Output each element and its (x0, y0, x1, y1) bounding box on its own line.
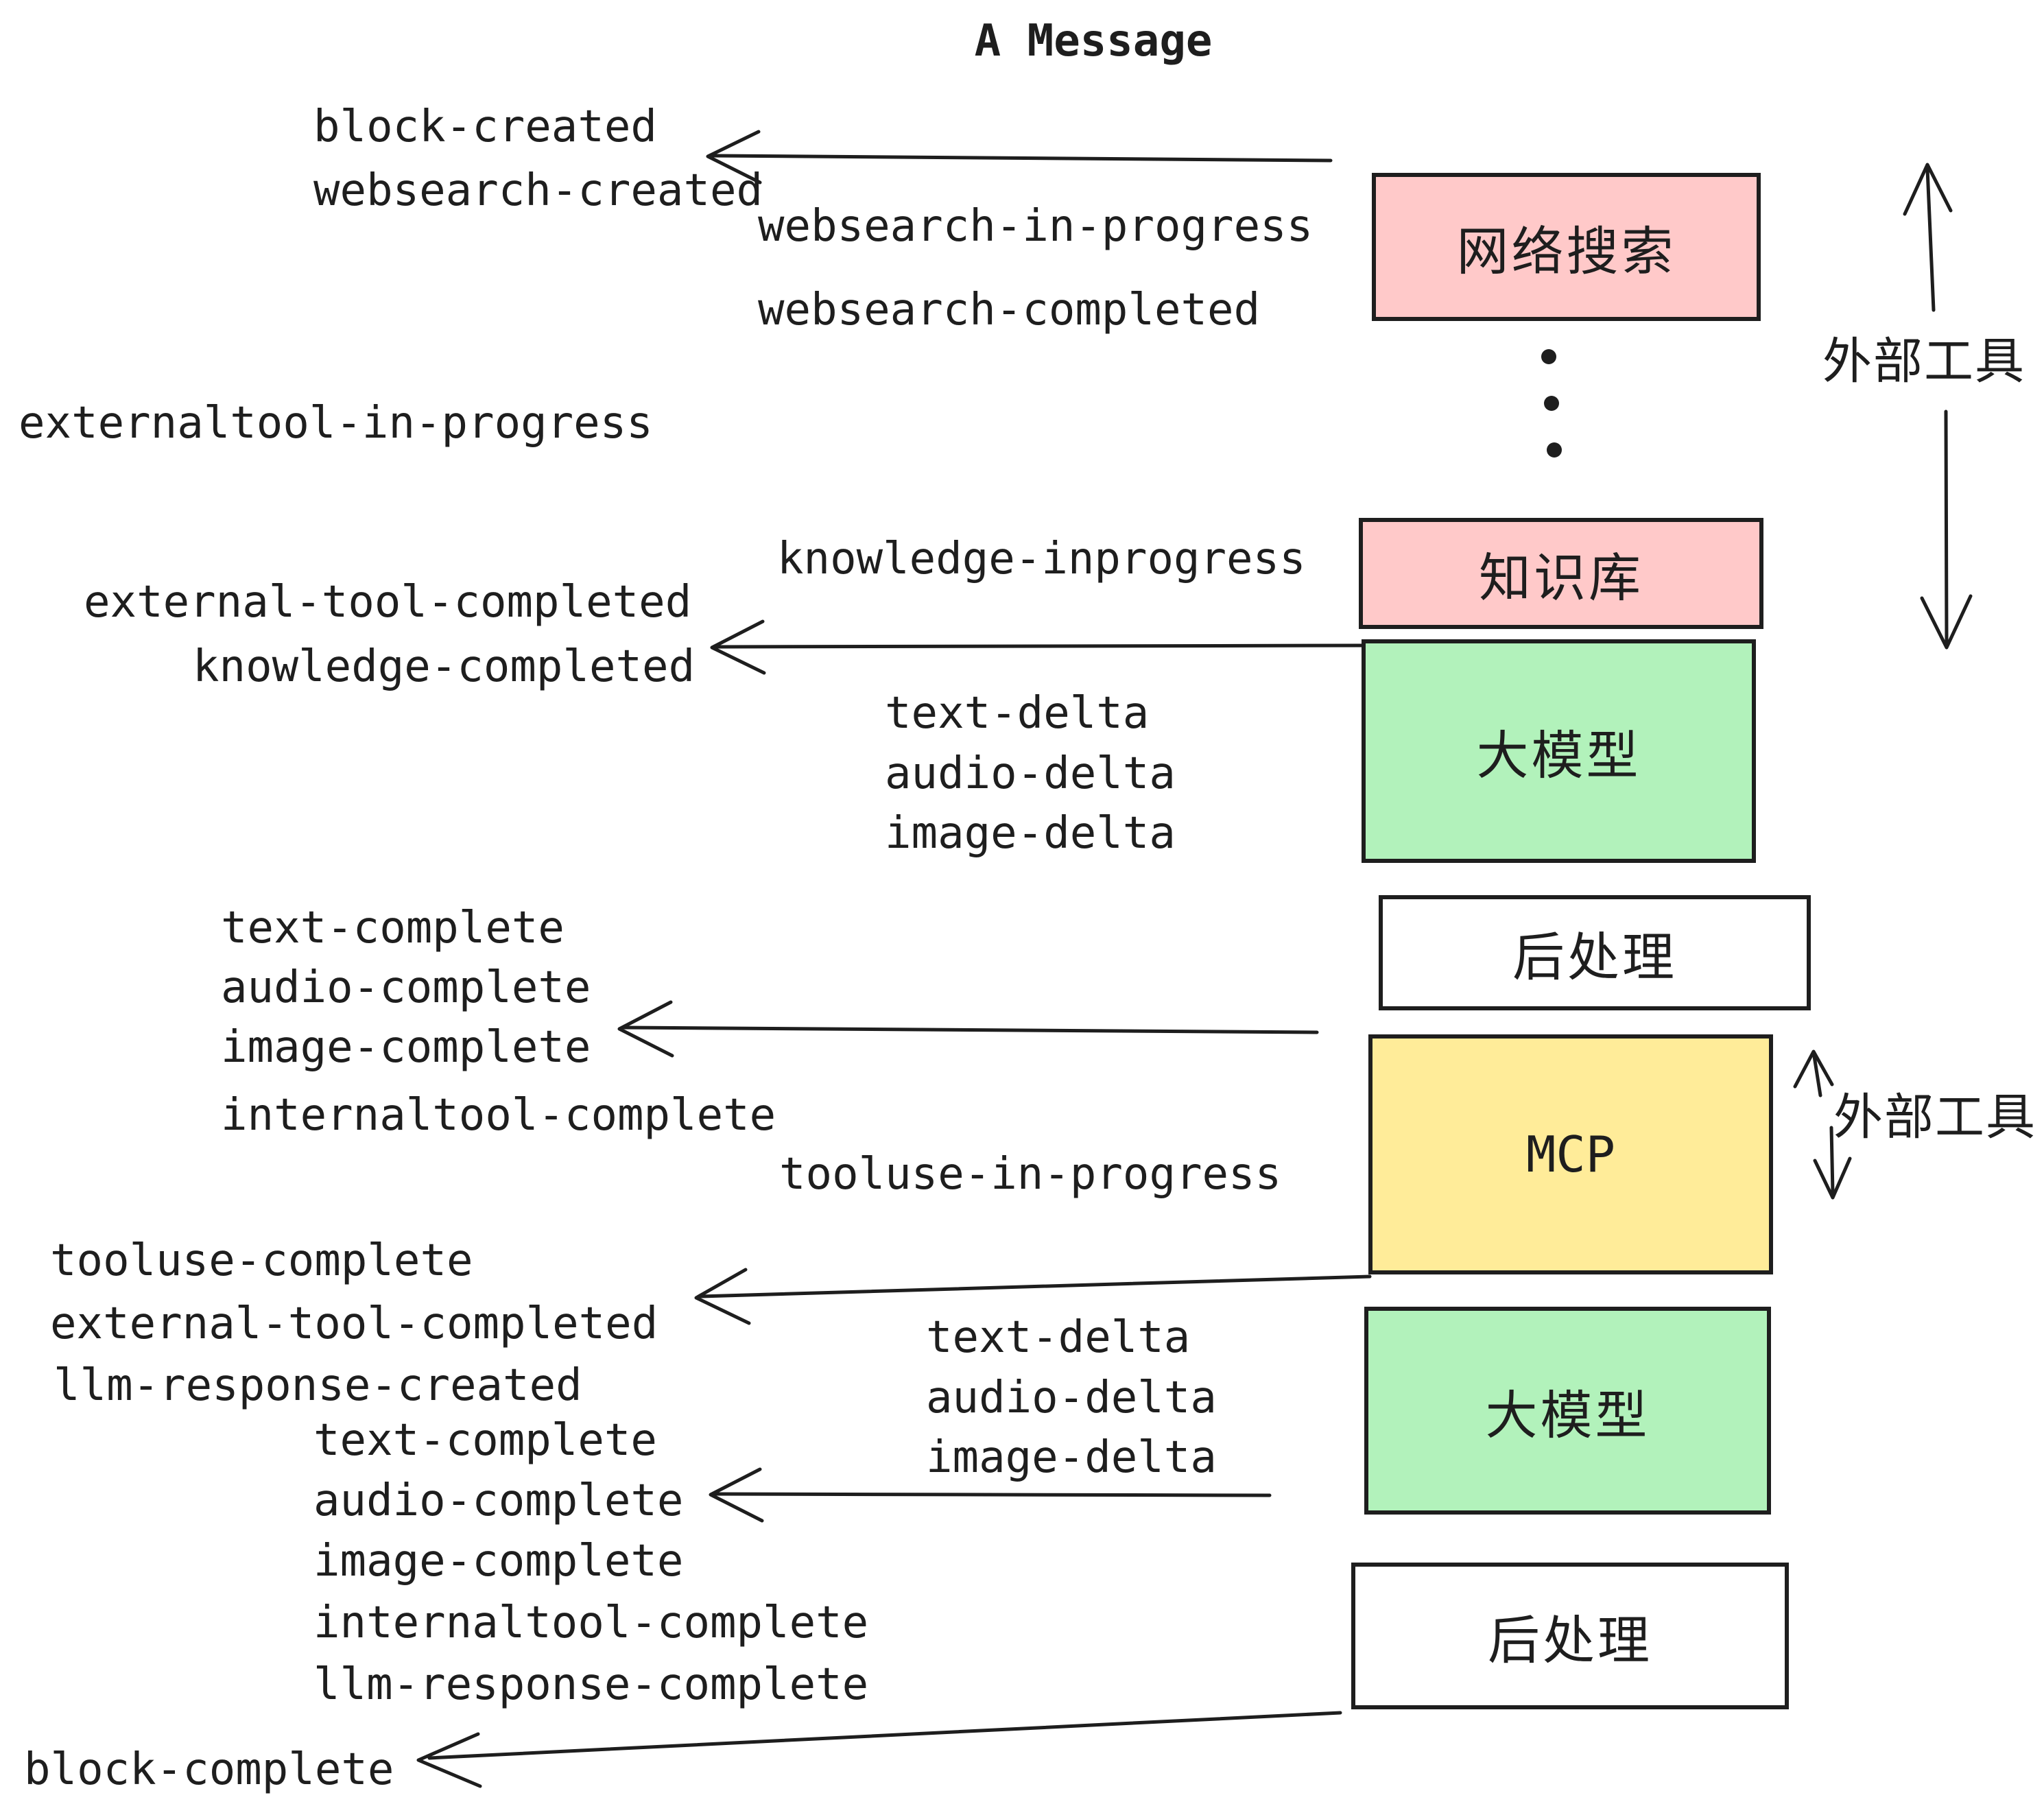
arrow-mcp-to-image-complete (617, 1000, 1319, 1058)
box-websearch: 网络搜索 (1372, 173, 1761, 321)
ellipsis-dots (1541, 349, 1562, 458)
event-label-externaltool-in-progress: externaltool-in-progress (19, 398, 653, 449)
arrow-mcp-to-tooluse-complete (694, 1268, 1372, 1325)
event-label-text-delta-2: text-delta (926, 1312, 1191, 1363)
box-llm-1-label: 大模型 (1476, 727, 1641, 785)
event-label-image-complete-1: image-complete (221, 1022, 591, 1073)
box-postprocess-2-label: 后处理 (1488, 1612, 1652, 1670)
event-label-image-delta-2: image-delta (926, 1432, 1217, 1483)
box-mcp-label: MCP (1525, 1126, 1616, 1183)
event-label-text-complete-2: text-complete (313, 1415, 657, 1466)
box-mcp: MCP (1368, 1034, 1773, 1274)
external-tools-mcp-up-arrow (1793, 1049, 1834, 1097)
event-label-image-delta-1: image-delta (885, 808, 1176, 859)
event-label-internaltool-complete-2: internaltool-complete (313, 1598, 869, 1648)
event-label-audio-delta-1: audio-delta (885, 748, 1176, 799)
box-postprocess-1-label: 后处理 (1512, 929, 1677, 987)
box-knowledge-base-label: 知识库 (1479, 549, 1643, 608)
annotation-external-tools-top: 外部工具 (1822, 334, 2026, 390)
event-label-websearch-created: websearch-created (313, 165, 763, 216)
box-postprocess-2: 后处理 (1351, 1563, 1789, 1709)
page-title: A Message (974, 16, 1213, 67)
event-label-tooluse-in-progress: tooluse-in-progress (779, 1149, 1282, 1200)
event-label-external-tool-completed-1: external-tool-completed (84, 577, 692, 628)
event-label-audio-delta-2: audio-delta (926, 1373, 1217, 1423)
event-label-text-delta-1: text-delta (885, 688, 1150, 739)
arrow-websearch-to-block-created (706, 130, 1333, 185)
event-label-websearch-in-progress: websearch-in-progress (758, 201, 1314, 252)
event-label-internaltool-complete-1: internaltool-complete (221, 1090, 776, 1141)
annotation-external-tools-mcp: 外部工具 (1833, 1090, 2037, 1146)
box-websearch-label: 网络搜索 (1456, 223, 1676, 281)
box-postprocess-1: 后处理 (1379, 895, 1811, 1010)
event-label-block-complete: block-complete (24, 1744, 394, 1795)
event-label-llm-response-created: llm-response-created (54, 1360, 582, 1411)
external-tools-top-down-arrow (1920, 410, 1973, 650)
event-label-tooluse-complete: tooluse-complete (50, 1235, 473, 1286)
box-llm-2: 大模型 (1364, 1307, 1771, 1515)
event-label-knowledge-completed: knowledge-completed (193, 641, 696, 692)
event-label-external-tool-completed-2: external-tool-completed (50, 1298, 658, 1349)
event-label-websearch-completed: websearch-completed (758, 285, 1261, 335)
event-label-knowledge-inprogress: knowledge-inprogress (777, 534, 1306, 584)
external-tools-mcp-down-arrow (1813, 1126, 1852, 1200)
box-llm-1: 大模型 (1362, 639, 1756, 863)
event-label-image-complete-2: image-complete (313, 1536, 684, 1587)
box-knowledge-base: 知识库 (1359, 518, 1763, 629)
event-label-block-created: block-created (313, 102, 657, 152)
event-label-text-complete-1: text-complete (221, 903, 565, 953)
arrow-llm2-to-audio-complete (709, 1467, 1272, 1523)
event-label-llm-response-complete: llm-response-complete (313, 1659, 869, 1710)
arrow-knowledge-to-knowledge-completed (710, 619, 1364, 675)
box-llm-2-label: 大模型 (1485, 1386, 1650, 1445)
arrow-post2-to-block-complete (416, 1711, 1342, 1788)
event-label-audio-complete-2: audio-complete (313, 1475, 684, 1526)
external-tools-top-up-arrow (1903, 163, 1953, 312)
event-label-audio-complete-1: audio-complete (221, 962, 591, 1013)
